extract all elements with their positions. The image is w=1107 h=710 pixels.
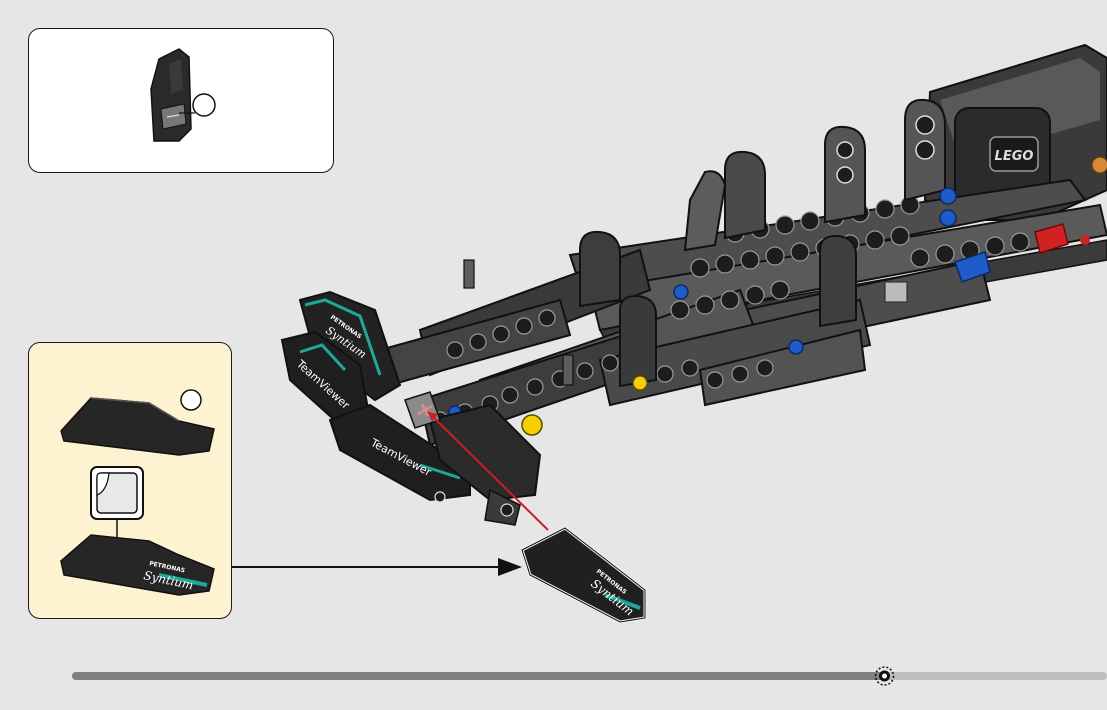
- parts-pointer-arrow: [232, 558, 522, 576]
- new-stickered-panel: PETRONAS Syntium: [522, 528, 645, 622]
- parts-list-drawing: PETRONAS Syntium: [29, 343, 232, 619]
- parts-item-black-panel: [61, 390, 214, 455]
- parts-item-count-circle: [181, 390, 201, 410]
- lego-logo-text: LEGO: [995, 149, 1034, 164]
- parts-list-callout: PETRONAS Syntium: [28, 342, 232, 619]
- bottom-strip: [0, 700, 1107, 710]
- parts-item-stickered-panel: PETRONAS Syntium: [61, 535, 214, 595]
- sub-build-callout: [28, 28, 334, 173]
- part-count-circle: [193, 94, 215, 116]
- sub-build-drawing: [29, 29, 334, 173]
